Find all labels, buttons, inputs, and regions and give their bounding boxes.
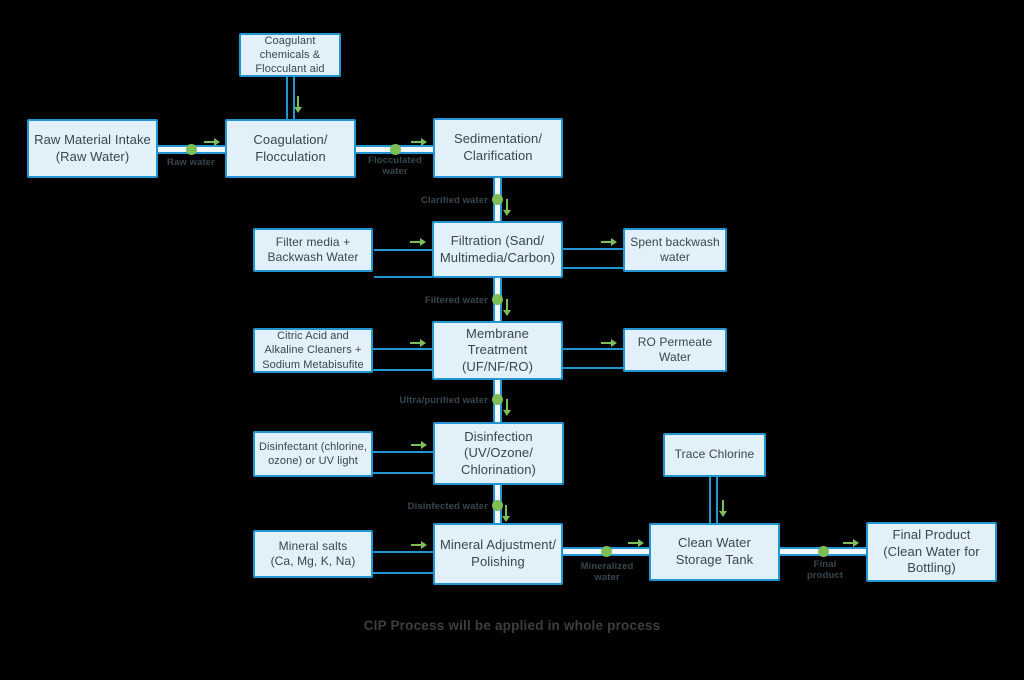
pipe-mineralsalts-to-mineral — [373, 551, 433, 574]
pipe-disinfectant-to-disinfection — [373, 451, 433, 474]
pipe-cleaners-to-membrane — [373, 348, 432, 371]
cip-process-note: CIP Process will be applied in whole pro… — [363, 618, 661, 633]
node-spent-backwash: Spent backwash water — [623, 228, 727, 272]
node-filtration: Filtration (Sand/ Multimedia/Carbon) — [432, 221, 563, 278]
flow-dot-filtered-water — [492, 294, 503, 305]
node-raw-material-intake: Raw Material Intake (Raw Water) — [27, 119, 158, 178]
flow-dot-raw-water — [186, 144, 197, 155]
arrow-right-icon-cleaners — [410, 339, 426, 347]
flow-label-raw-water: Raw water — [167, 157, 215, 168]
arrow-right-icon-filter-media — [410, 238, 426, 246]
flow-dot-final-product — [818, 546, 829, 557]
node-clean-water-tank: Clean Water Storage Tank — [649, 523, 780, 581]
arrow-down-icon-trace-chlorine — [719, 500, 727, 517]
arrow-right-icon-spent-backwash — [601, 238, 617, 246]
node-sedimentation-clarification: Sedimentation/ Clarification — [433, 118, 563, 178]
pipe-coagulant-feed — [286, 77, 295, 119]
node-trace-chlorine: Trace Chlorine — [663, 433, 766, 477]
flow-label-disinfected-water: Disinfected water — [407, 501, 488, 512]
arrow-down-icon-coagulant-feed — [294, 96, 302, 113]
node-final-product: Final Product (Clean Water for Bottling) — [866, 522, 997, 582]
node-filter-media: Filter media + Backwash Water — [253, 228, 373, 272]
flow-dot-ultra-purified-water — [492, 394, 503, 405]
pipe-membrane-to-ropermeate — [563, 348, 623, 369]
flow-label-final-product: Final product — [806, 559, 844, 582]
arrow-right-icon-mineralized-water — [628, 539, 644, 547]
arrow-down-icon-filtered-water — [503, 299, 511, 316]
pipe-trace-chlorine-feed — [709, 477, 718, 523]
flow-label-ultra-purified-water: Ultra/purified water — [399, 395, 488, 406]
flow-label-clarified-water: Clarified water — [421, 195, 488, 206]
node-mineral-adjustment: Mineral Adjustment/ Polishing — [433, 523, 563, 585]
arrow-down-icon-disinfected-water — [502, 505, 510, 522]
node-cleaners: Citric Acid and Alkaline Cleaners + Sodi… — [253, 328, 373, 373]
arrow-right-icon-final-product — [843, 539, 859, 547]
flow-dot-mineralized-water — [601, 546, 612, 557]
arrow-right-icon-ro-permeate — [601, 339, 617, 347]
flow-label-filtered-water: Filtered water — [424, 295, 488, 306]
node-membrane-treatment: Membrane Treatment (UF/NF/RO) — [432, 321, 563, 380]
arrow-right-icon-disinfectant — [411, 441, 427, 449]
node-coagulation-flocculation: Coagulation/ Flocculation — [225, 119, 356, 178]
flow-dot-flocculated-water — [390, 144, 401, 155]
flow-label-flocculated-water: Flocculated water — [368, 155, 422, 178]
node-mineral-salts: Mineral salts (Ca, Mg, K, Na) — [253, 530, 373, 578]
pipe-filtermedia-to-filtration — [374, 249, 432, 278]
flow-label-mineralized-water: Mineralized water — [580, 561, 634, 584]
arrow-down-icon-ultra-purified-water — [503, 399, 511, 416]
flow-dot-clarified-water — [492, 194, 503, 205]
node-coagulant-chemicals: Coagulant chemicals & Flocculant aid — [239, 33, 341, 77]
pipe-filtration-to-spentbackwash — [563, 248, 623, 269]
node-disinfection: Disinfection (UV/Ozone/ Chlorination) — [433, 422, 564, 485]
arrow-right-icon-mineral-salts — [411, 541, 427, 549]
arrow-right-icon-raw-water — [204, 138, 220, 146]
node-ro-permeate: RO Permeate Water — [623, 328, 727, 372]
node-disinfectant: Disinfectant (chlorine, ozone) or UV lig… — [253, 431, 373, 477]
arrow-down-icon-clarified-water — [503, 199, 511, 216]
flow-dot-disinfected-water — [492, 500, 503, 511]
arrow-right-icon-flocculated-water — [411, 138, 427, 146]
